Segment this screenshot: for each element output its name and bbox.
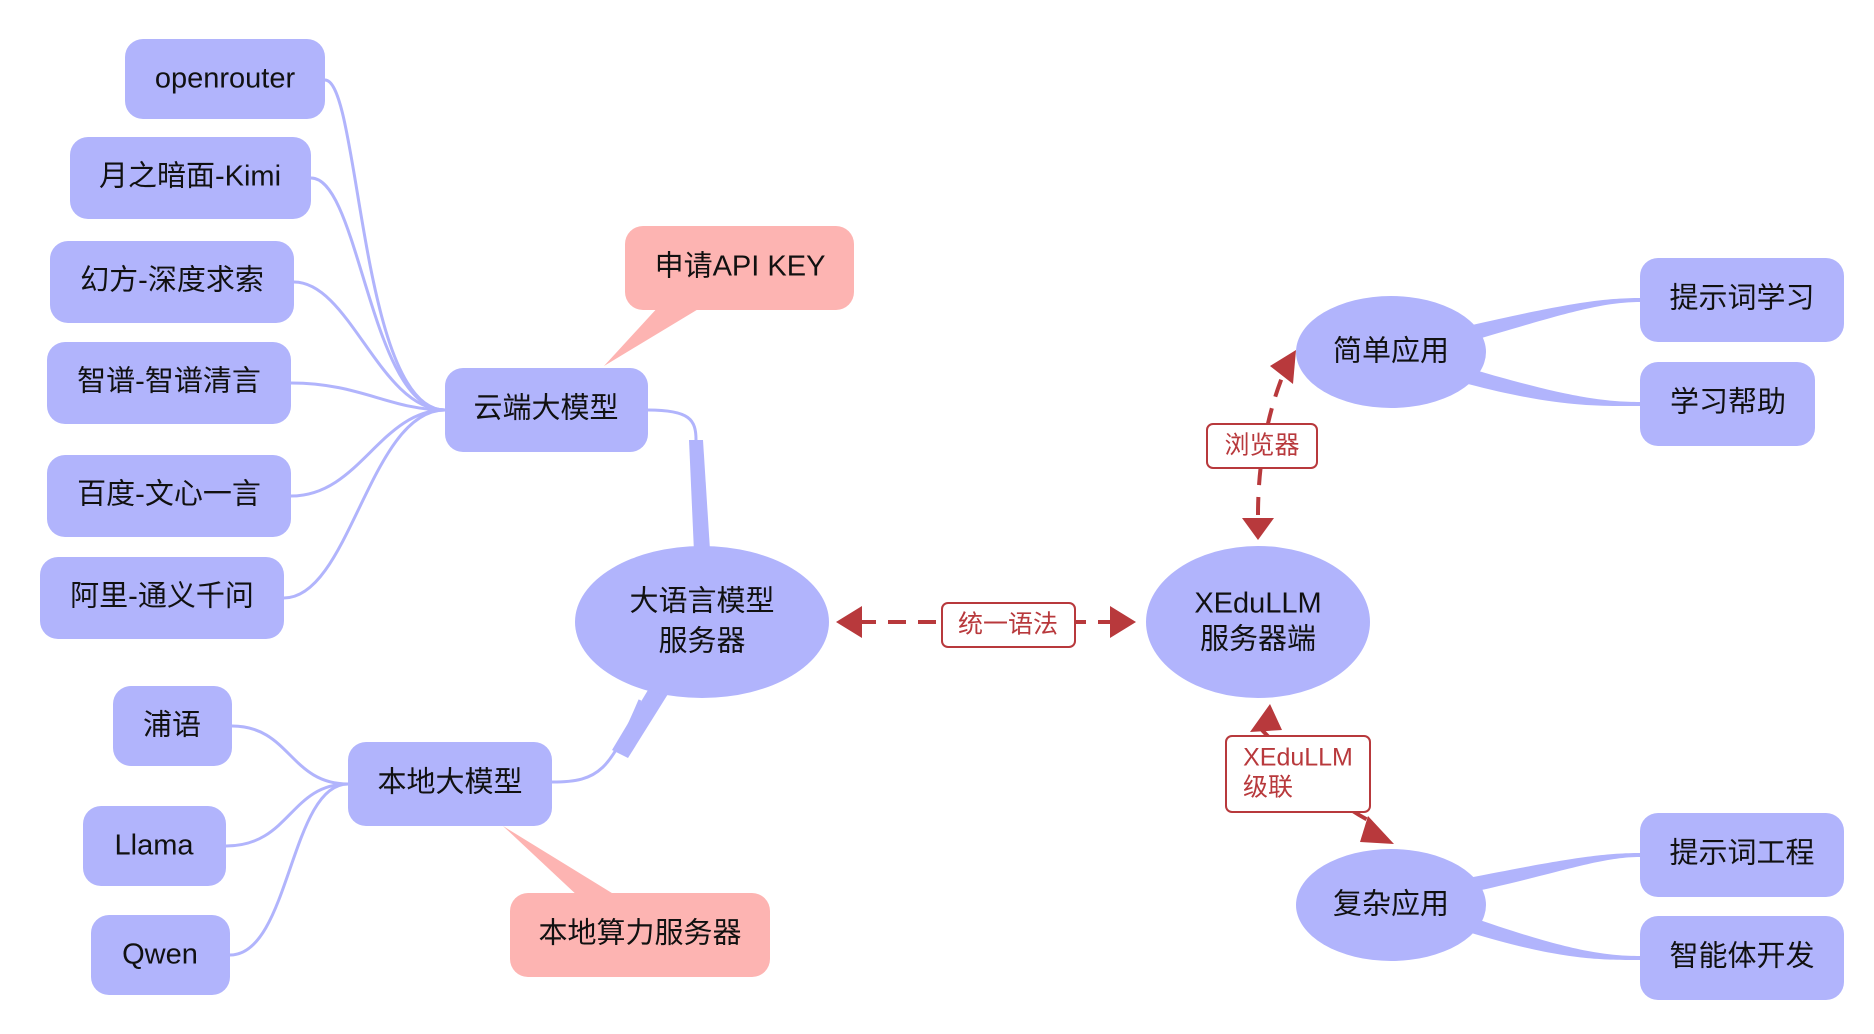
server-label-line1: XEduLLM — [1194, 588, 1321, 620]
cloud-item-ali: 阿里-通义千问 — [40, 557, 284, 639]
center-trunks — [551, 408, 710, 784]
complex-app-label: 复杂应用 — [1333, 888, 1449, 921]
cloud-item-deepseek: 幻方-深度求索 — [50, 241, 294, 323]
cloud-item-label: openrouter — [155, 63, 296, 95]
cloud-callout: 申请API KEY — [604, 226, 854, 366]
local-item-label: Llama — [115, 830, 195, 862]
arrowhead-right-icon — [1110, 606, 1136, 638]
cloud-node: 云端大模型 — [445, 368, 648, 452]
local-node: 本地大模型 — [348, 742, 552, 826]
cloud-item-label: 智谱-智谱清言 — [77, 365, 261, 398]
relation-unified-syntax: 统一语法 — [836, 602, 1136, 648]
cascade-label-line1: XEduLLM — [1243, 744, 1353, 772]
cloud-item-openrouter: openrouter — [125, 39, 325, 119]
arrowhead-up-icon — [1270, 350, 1296, 384]
local-item-qwen: Qwen — [91, 915, 230, 995]
simple-app-label: 简单应用 — [1333, 335, 1449, 368]
arrowhead-down-icon — [1360, 816, 1394, 844]
local-item-label: Qwen — [122, 939, 198, 971]
cloud-node-label: 云端大模型 — [473, 392, 618, 425]
center-label-line1: 大语言模型 — [629, 585, 774, 618]
complex-app-node: 复杂应用 — [1296, 849, 1486, 961]
cascade-label-line2: 级联 — [1243, 774, 1293, 802]
browser-label: 浏览器 — [1224, 432, 1299, 460]
app-item-label: 提示词工程 — [1669, 837, 1814, 870]
cloud-item-label: 阿里-通义千问 — [70, 580, 254, 613]
arrowhead-left-icon — [836, 606, 862, 638]
simple-app-item-study-help: 学习帮助 — [1640, 362, 1815, 446]
complex-app-item-agent-dev: 智能体开发 — [1640, 916, 1844, 1000]
cloud-connectors — [283, 78, 446, 600]
local-callout-label: 本地算力服务器 — [538, 917, 741, 950]
cloud-item-baidu: 百度-文心一言 — [47, 455, 291, 537]
arrowhead-down-icon — [1242, 518, 1274, 540]
local-item-llama: Llama — [83, 806, 226, 886]
cloud-item-label: 幻方-深度求索 — [80, 264, 264, 297]
cloud-item-kimi: 月之暗面-Kimi — [70, 137, 311, 219]
cloud-item-label: 月之暗面-Kimi — [99, 160, 281, 193]
local-item-puyu: 浦语 — [113, 686, 232, 766]
relation-browser: 浏览器 — [1206, 350, 1318, 540]
simple-app-item-prompt-learning: 提示词学习 — [1640, 258, 1844, 342]
cloud-item-label: 百度-文心一言 — [77, 478, 261, 511]
app-item-label: 学习帮助 — [1670, 386, 1786, 419]
complex-app-item-prompt-engineering: 提示词工程 — [1640, 813, 1844, 897]
app-item-label: 提示词学习 — [1669, 282, 1814, 315]
local-item-label: 浦语 — [143, 709, 201, 742]
simple-app-node: 简单应用 — [1296, 296, 1486, 408]
app-branches — [1468, 298, 1640, 960]
cloud-callout-label: 申请API KEY — [655, 250, 826, 283]
local-node-label: 本地大模型 — [377, 766, 522, 799]
arrowhead-up-icon — [1250, 704, 1282, 732]
server-node: XEduLLM 服务器端 — [1146, 546, 1370, 698]
center-label-line2: 服务器 — [658, 625, 745, 658]
center-node: 大语言模型 服务器 — [575, 546, 829, 698]
relation-cascade: XEduLLM 级联 — [1225, 704, 1394, 844]
local-connectors — [225, 724, 349, 957]
cloud-item-zhipu: 智谱-智谱清言 — [47, 342, 291, 424]
unified-syntax-label: 统一语法 — [958, 611, 1058, 639]
server-label-line2: 服务器端 — [1200, 623, 1316, 656]
app-item-label: 智能体开发 — [1669, 940, 1814, 973]
local-callout: 本地算力服务器 — [503, 826, 770, 977]
